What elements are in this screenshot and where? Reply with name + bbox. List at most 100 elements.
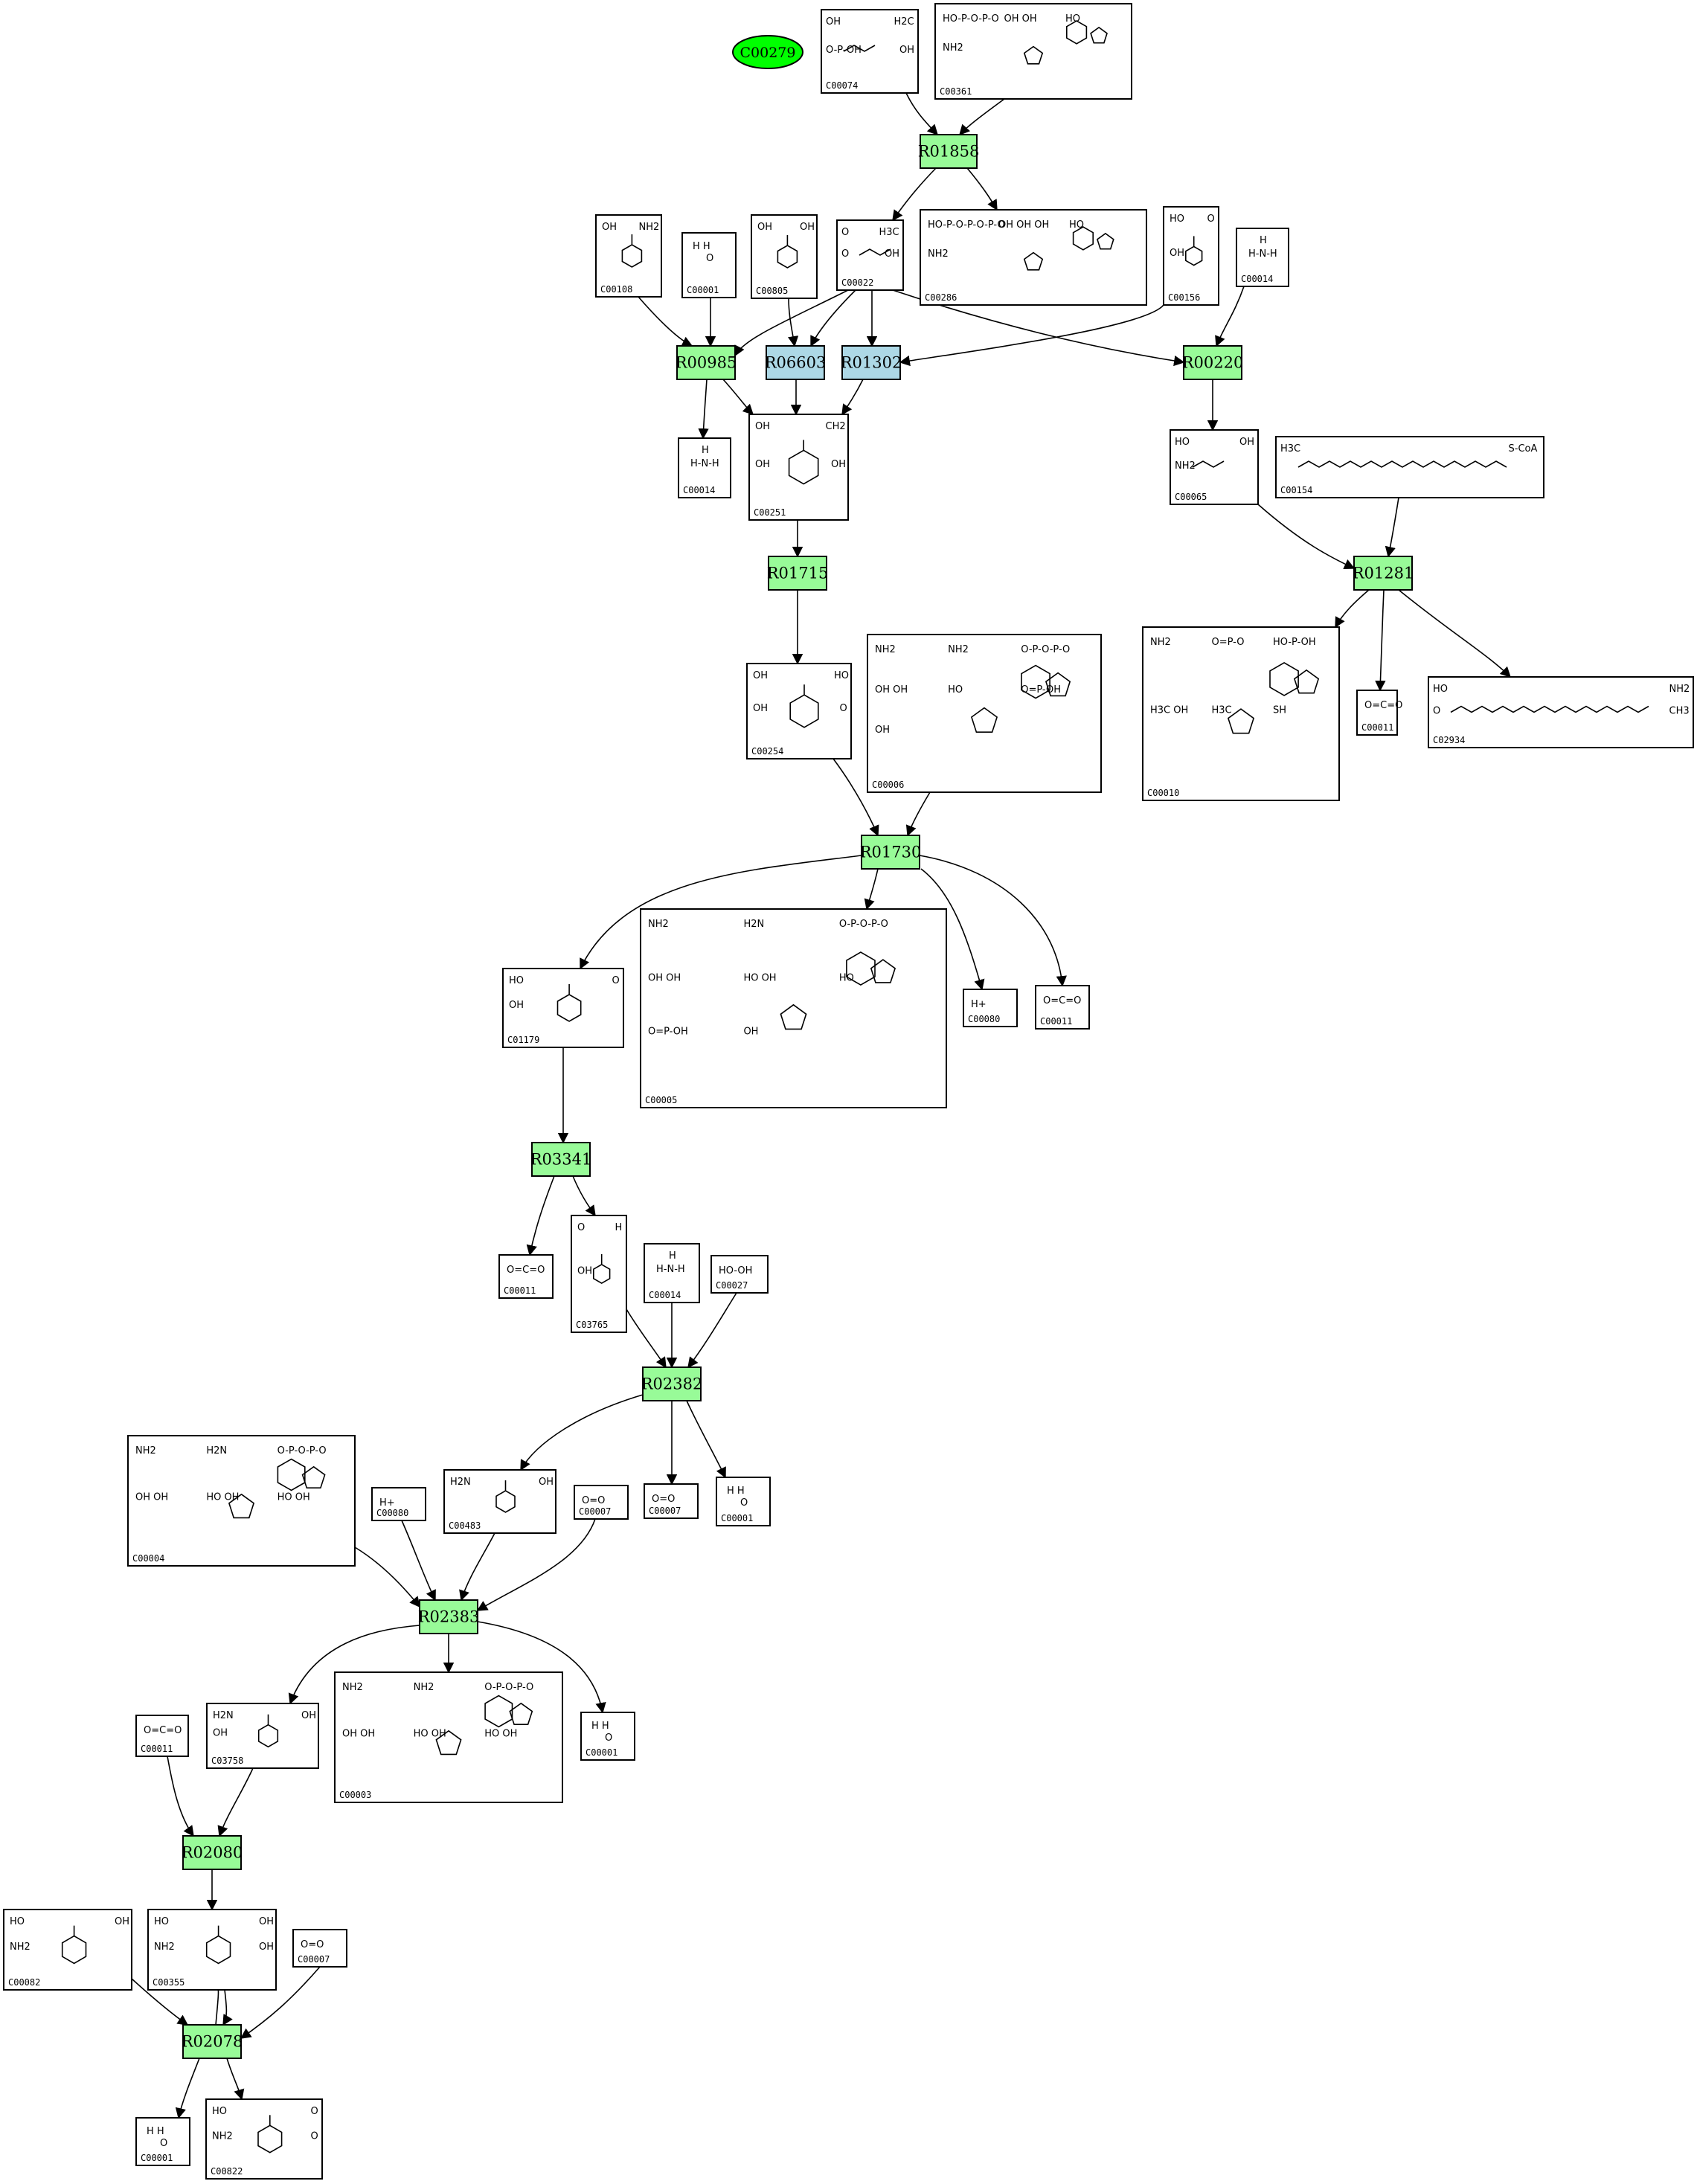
reaction-node-r03341[interactable]: R03341 (530, 1142, 592, 1177)
atom-label: OH (1170, 248, 1184, 259)
reaction-node-r02080[interactable]: R02080 (182, 1835, 243, 1870)
compound-box (1142, 626, 1340, 801)
reaction-node-r01858[interactable]: R01858 (918, 134, 980, 169)
atom-label: O (605, 1732, 612, 1744)
reaction-edge (215, 1979, 227, 2026)
compound-id-label: C00254 (751, 746, 783, 757)
compound-box (920, 209, 1147, 306)
reaction-label: R01715 (767, 565, 829, 582)
compound-box (716, 1477, 771, 1526)
compound-id-label: C02934 (1433, 735, 1465, 745)
atom-label: OH (259, 1916, 274, 1927)
compound-id-label: C00065 (1175, 492, 1207, 502)
atom-label: H-N-H (656, 1264, 685, 1275)
compound-box (836, 219, 904, 291)
reaction-edge (1385, 497, 1399, 558)
reaction-edge (864, 868, 879, 910)
atom-label: H2N (743, 919, 764, 930)
reaction-node-r00985[interactable]: R00985 (676, 345, 737, 380)
reaction-node-r06603[interactable]: R06603 (765, 345, 827, 380)
reaction-node-r00220[interactable]: R00220 (1182, 345, 1244, 380)
atom-label: NH2 (875, 644, 896, 655)
reaction-edge (1398, 589, 1512, 678)
reaction-node-r01715[interactable]: R01715 (767, 556, 829, 591)
start-compound[interactable]: C00279 (732, 35, 803, 69)
atom-label: H3C (1280, 443, 1300, 455)
atom-label: HO (1175, 437, 1190, 448)
atom-label: O (841, 227, 849, 238)
compound-id-label: C00001 (721, 1513, 753, 1523)
reaction-edge (1375, 589, 1386, 692)
compound-id-label: C00822 (211, 2166, 243, 2177)
reaction-box (1353, 556, 1413, 591)
reaction-node-r02382[interactable]: R02382 (641, 1366, 703, 1401)
reaction-node-r01281[interactable]: R01281 (1353, 556, 1414, 591)
reaction-node-r01730[interactable]: R01730 (860, 835, 922, 870)
atom-label: HO OH (278, 1492, 310, 1503)
reaction-edge (222, 1989, 233, 2026)
atom-label: HO OH (414, 1729, 446, 1740)
structure-drawing: H HO (693, 241, 713, 264)
atom-label: H-N-H (690, 458, 719, 469)
compound-id-label: C00011 (504, 1285, 536, 1296)
compound-box (135, 1715, 189, 1757)
reaction-node-r02078[interactable]: R02078 (182, 2024, 243, 2059)
reaction-edge (892, 167, 937, 222)
compound-id-label: C00805 (756, 286, 788, 296)
atom-label: HO (509, 975, 524, 986)
reaction-node-r02383[interactable]: R02383 (418, 1599, 480, 1634)
reaction-edge (580, 855, 862, 970)
reaction-edge (626, 1308, 667, 1369)
reaction-node-r01302[interactable]: R01302 (841, 345, 902, 380)
compound-id-label: C00011 (1040, 1016, 1072, 1027)
reaction-label: R01302 (841, 354, 902, 372)
reaction-box (642, 1366, 702, 1401)
atom-label: O=O (652, 1494, 675, 1505)
compound-box (206, 1703, 319, 1769)
